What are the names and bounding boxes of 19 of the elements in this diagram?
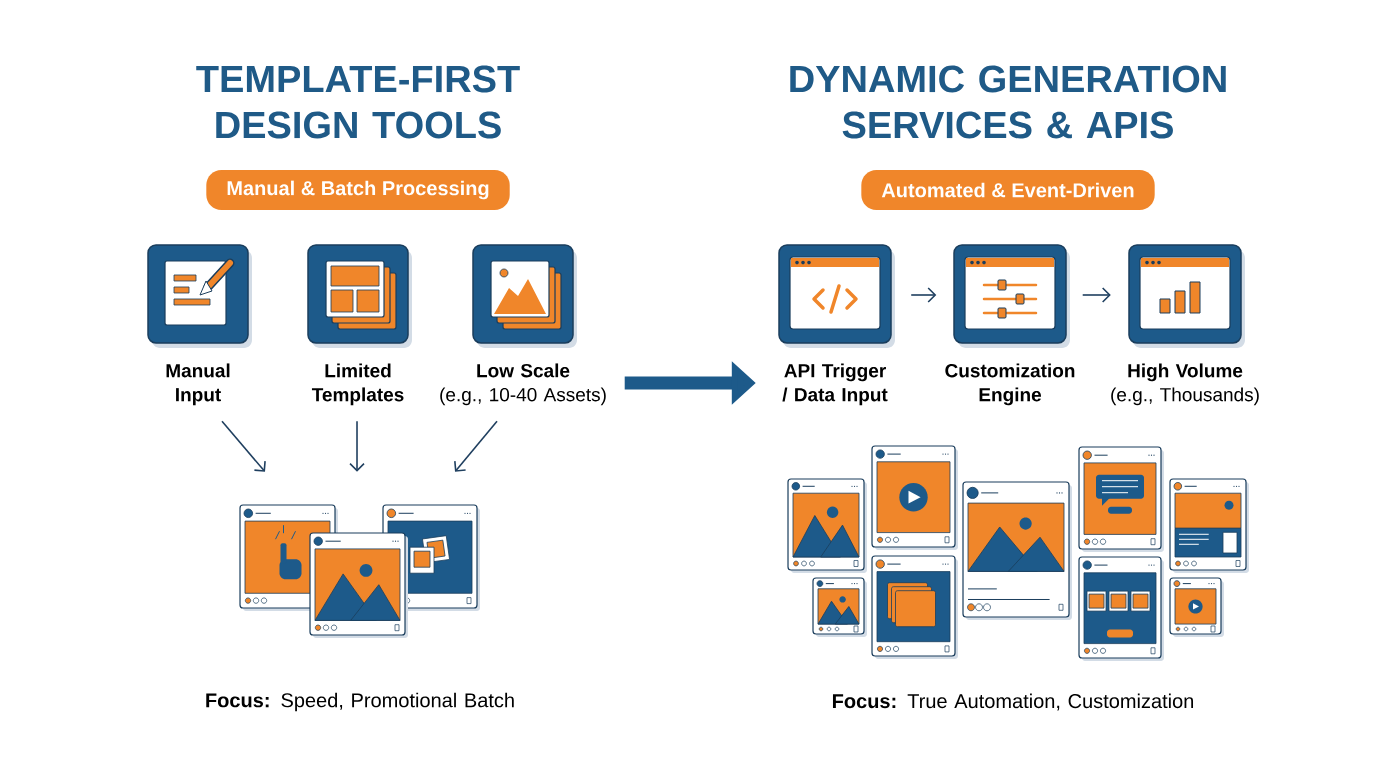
section-title: TEMPLATE-FIRST DESIGN TOOLS: [196, 65, 520, 139]
step-label: Low Scale (e.g., 10-40 Assets): [440, 363, 606, 406]
step-label: Manual Input: [166, 363, 230, 406]
arrow: [349, 420, 365, 472]
section-title: DYNAMIC GENERATION SERVICES & APIS: [790, 65, 1226, 139]
social-posts-drawing: [239, 504, 480, 638]
focus-note: Focus: True Automation, Customization: [833, 693, 1193, 711]
arrow: [1081, 287, 1111, 303]
focus-note: Focus: Speed, Promotional Batch: [206, 692, 514, 712]
step-label: Limited Templates: [311, 363, 404, 406]
arrow: [910, 287, 937, 303]
step-label: High Volume (e.g., Thousands): [1111, 363, 1259, 406]
tag-pill: Automated & Event-Driven: [861, 170, 1155, 210]
step-label: Customization Engine: [945, 363, 1075, 406]
arrow: [221, 420, 266, 472]
step-label: API Trigger / Data Input: [782, 363, 888, 406]
social-posts-drawing: [787, 445, 1249, 661]
arrow: [454, 420, 498, 472]
tag-pill: Manual & Batch Processing: [206, 170, 510, 210]
